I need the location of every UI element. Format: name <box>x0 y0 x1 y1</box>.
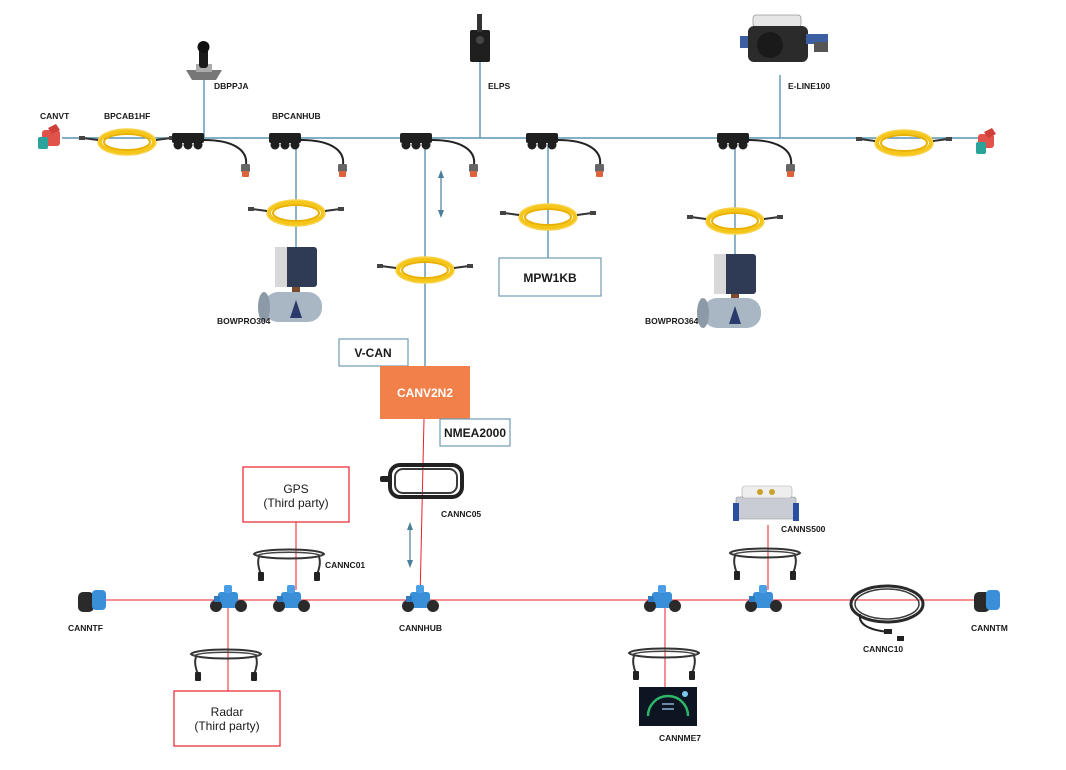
vcan-hub-3[interactable] <box>399 132 479 178</box>
vcan-hub-5[interactable] <box>716 132 796 178</box>
bowpro304-label: BOWPRO304 <box>217 316 271 326</box>
gps-title: GPS <box>283 482 308 496</box>
canvt-left-label: CANVT <box>40 111 70 121</box>
cannhub-label: CANNHUB <box>399 623 442 633</box>
vcan-hub-1[interactable] <box>171 132 251 178</box>
nmea2000-network-box: NMEA2000 <box>439 418 511 447</box>
cannc05-cable[interactable] <box>380 463 464 499</box>
vcan-cable-right[interactable] <box>854 128 954 158</box>
mpw1kb-box[interactable]: MPW1KB <box>498 257 602 297</box>
canvt-terminator-right[interactable] <box>976 128 996 154</box>
dbppja-label: DBPPJA <box>214 81 248 91</box>
canntm-terminator[interactable] <box>974 590 1000 612</box>
vcan-network-box: V-CAN <box>338 338 409 367</box>
elps-label: ELPS <box>488 81 511 91</box>
radar-drop-cable[interactable] <box>190 648 262 682</box>
bpcanhub-label: BPCANHUB <box>272 111 321 121</box>
gps-subtitle: (Third party) <box>263 496 328 510</box>
nmea2000-network-label: NMEA2000 <box>444 426 506 440</box>
eline100-engine[interactable] <box>740 14 828 62</box>
canv2n2-gateway[interactable]: CANV2N2 <box>380 366 470 419</box>
bpcab1hf-label: BPCAB1HF <box>104 111 150 121</box>
nmea-tee-5[interactable] <box>745 585 782 612</box>
vcan-hub-4[interactable] <box>525 132 605 178</box>
gps-device-box[interactable]: GPS (Third party) <box>242 466 350 523</box>
canns500-drop-cable[interactable] <box>729 547 801 581</box>
dbppja-joystick[interactable] <box>186 41 222 80</box>
canv2n2-label: CANV2N2 <box>397 386 453 400</box>
nmea-tee-2[interactable] <box>273 585 310 612</box>
nmea-tee-4[interactable] <box>644 585 681 612</box>
cannc01-cable[interactable] <box>253 548 325 582</box>
canntf-label: CANNTF <box>68 623 103 633</box>
radar-device-box[interactable]: Radar (Third party) <box>173 690 281 747</box>
cannc05-label: CANNC05 <box>441 509 481 519</box>
canntm-label: CANNTM <box>971 623 1008 633</box>
canns500-sensor[interactable] <box>733 485 799 521</box>
cannme7-display[interactable] <box>639 687 697 726</box>
canns500-label: CANNS500 <box>781 524 826 534</box>
canntf-terminator[interactable] <box>78 590 106 612</box>
cannme7-label: CANNME7 <box>659 733 701 743</box>
cannhub-tee[interactable] <box>402 585 439 612</box>
bpcab1hf-cable[interactable] <box>77 127 177 157</box>
radar-title: Radar <box>211 705 244 719</box>
cannc10-cable[interactable] <box>849 584 925 641</box>
vcan-network-label: V-CAN <box>354 346 391 360</box>
cannme7-drop-cable[interactable] <box>628 647 700 681</box>
bowpro364-thruster[interactable] <box>697 254 761 328</box>
cannc01-label: CANNC01 <box>325 560 365 570</box>
nmea-cable-length-arrow <box>407 522 413 568</box>
mpw1kb-label: MPW1KB <box>523 271 577 285</box>
nmea-tee-1[interactable] <box>210 585 247 612</box>
canvt-terminator-left[interactable] <box>38 124 60 149</box>
elps-lever[interactable] <box>470 14 490 62</box>
radar-subtitle: (Third party) <box>194 719 259 733</box>
bpcanhub[interactable] <box>268 132 348 178</box>
eline100-label: E-LINE100 <box>788 81 830 91</box>
bowpro364-label: BOWPRO364 <box>645 316 699 326</box>
vcan-cable-length-arrow <box>438 170 444 218</box>
bowpro304-thruster[interactable] <box>258 247 322 322</box>
cannc10-label: CANNC10 <box>863 644 903 654</box>
